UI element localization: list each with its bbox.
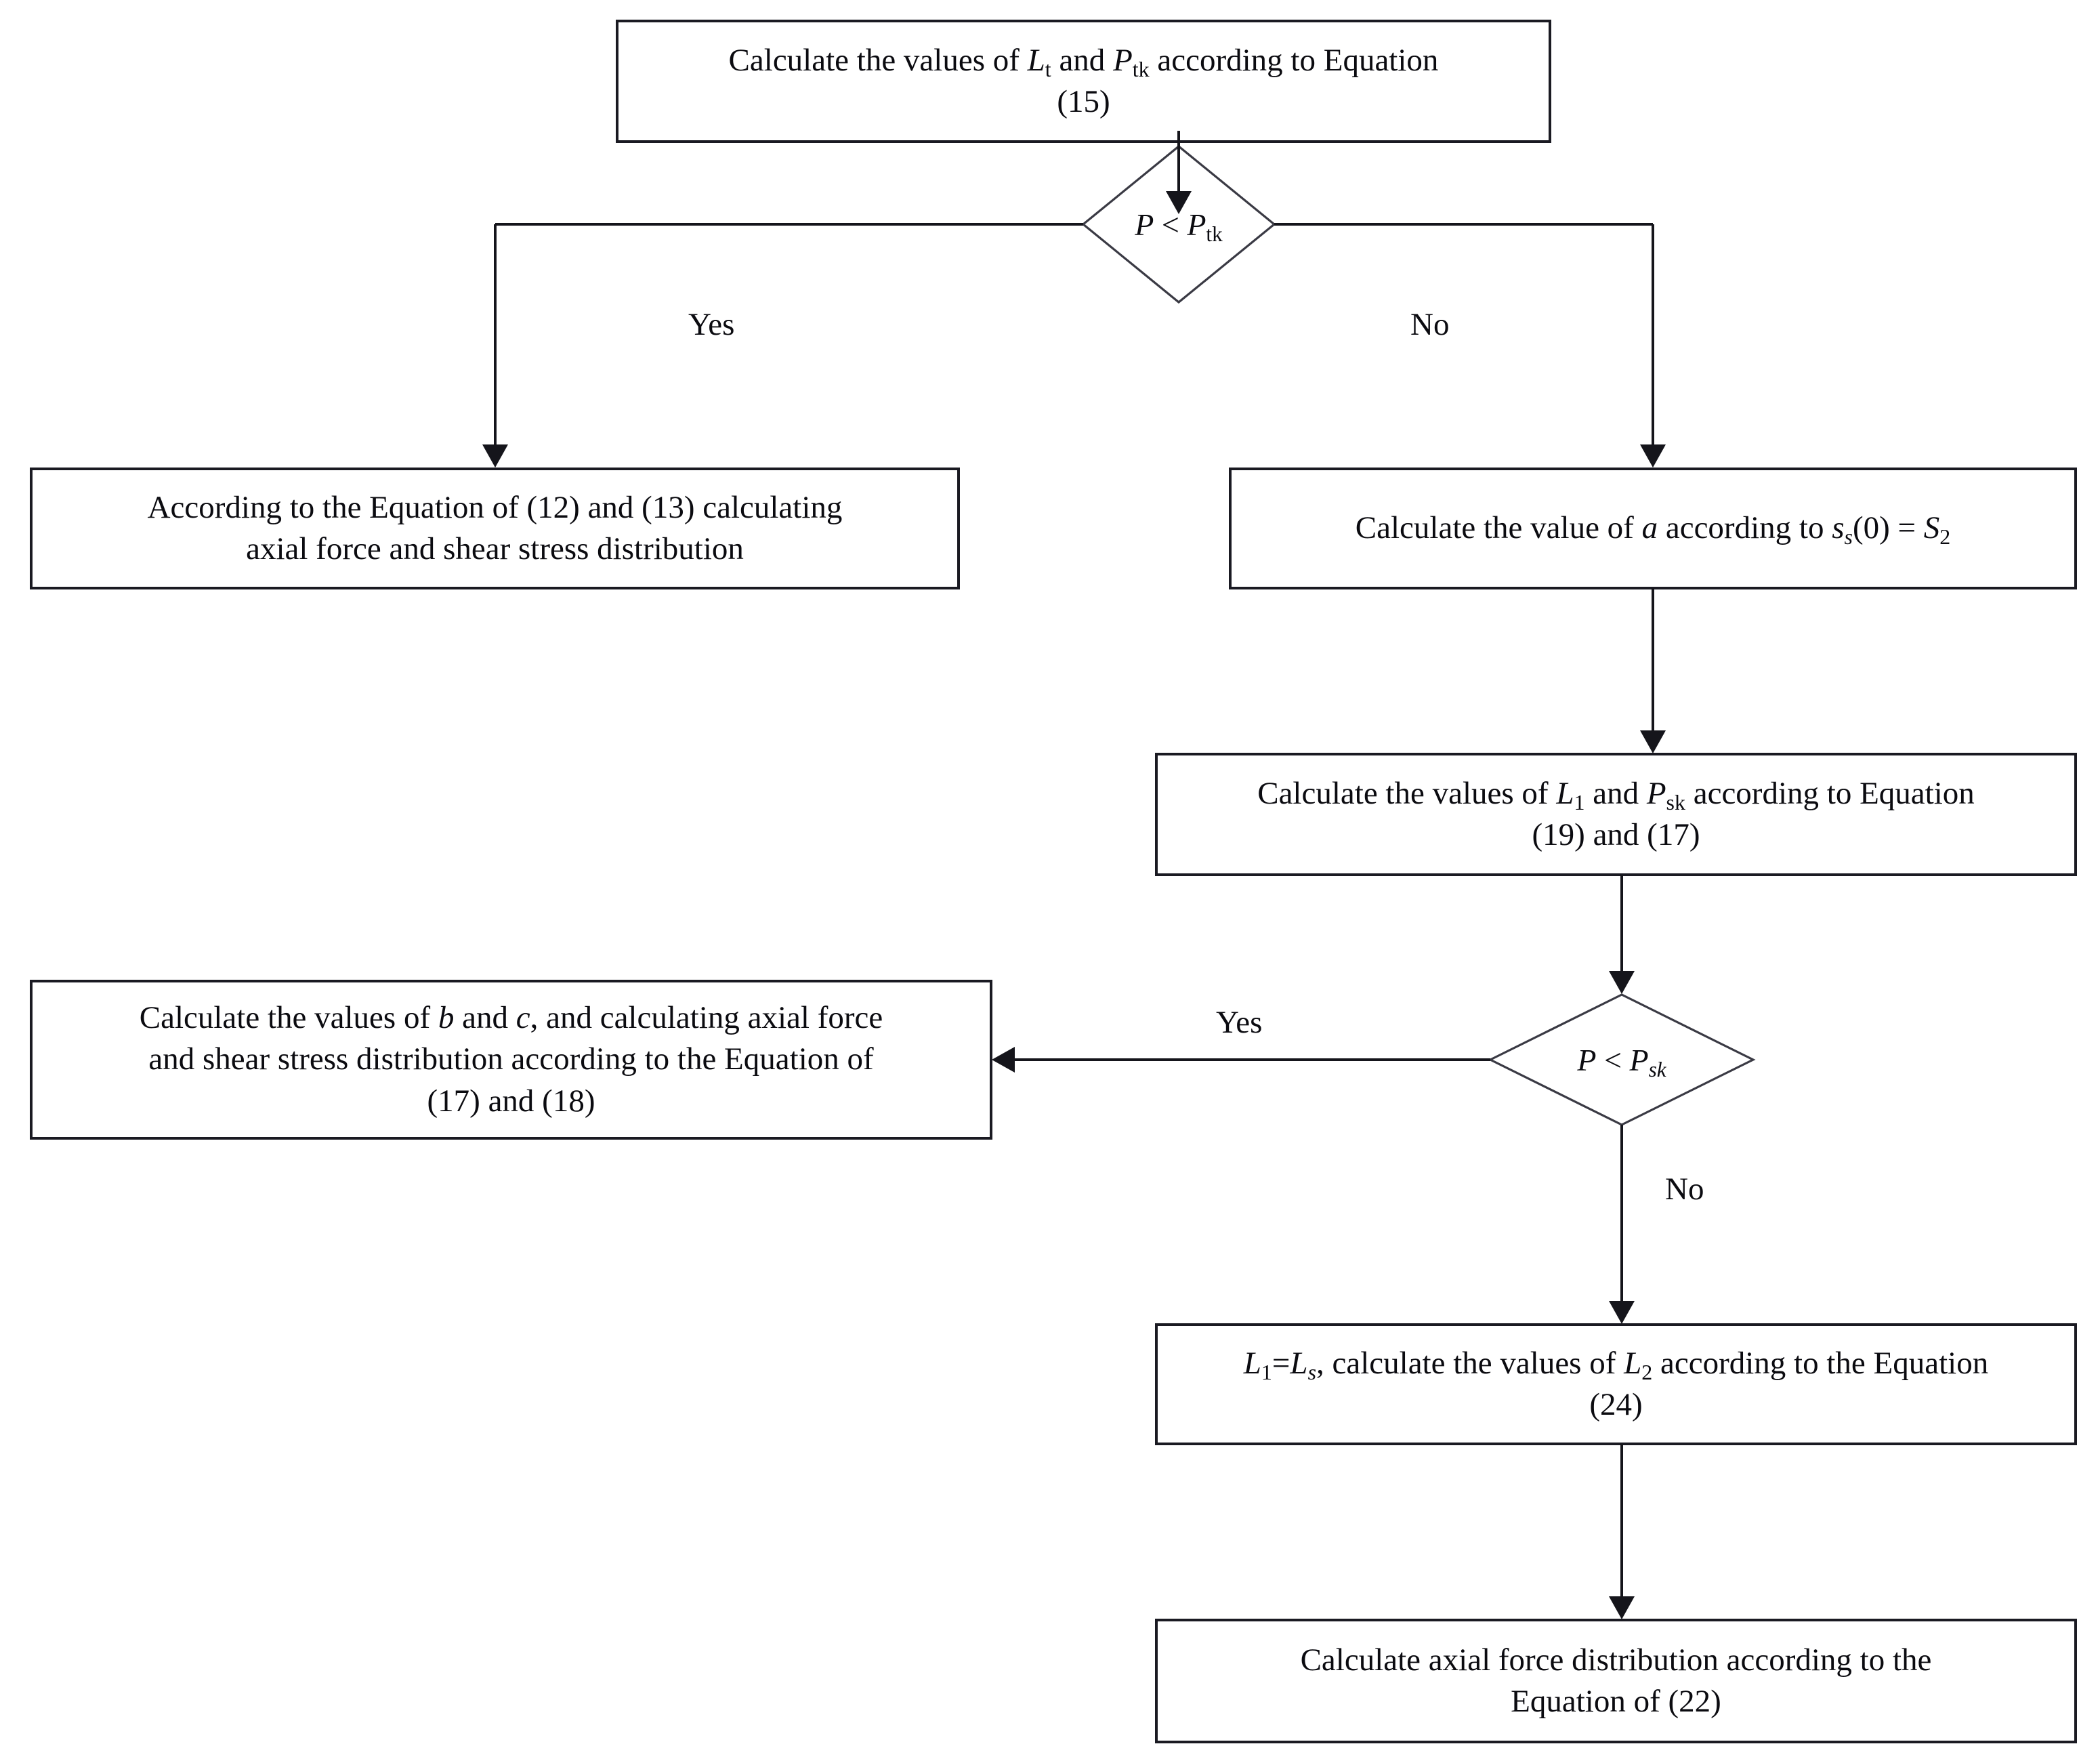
- node-label-eq22: Calculate axial force distribution accor…: [1156, 1620, 2076, 1742]
- decision-diamond-p-lt-psk: [1488, 993, 1756, 1126]
- node-label-calc-lt-ptk: Calculate the values of Lt and Ptk accor…: [617, 21, 1550, 142]
- node-text-line3: (17) and (18): [427, 1083, 595, 1119]
- cond-var-p: P: [1577, 1042, 1597, 1077]
- edge-label-d2-yes: Yes: [1216, 1005, 1263, 1040]
- node-text-line1: Calculate axial force distribution accor…: [1300, 1642, 1932, 1678]
- node-text-mid: and: [454, 1000, 516, 1036]
- node-text-pre: Calculate the values of: [1257, 775, 1557, 811]
- var-l2: L: [1624, 1345, 1642, 1381]
- eq-sign: =: [1272, 1345, 1290, 1381]
- node-text-line2: (24): [1589, 1387, 1643, 1422]
- node-text-mid: and: [1584, 775, 1647, 811]
- connector-d2-yes-to-n5: [992, 1047, 1490, 1073]
- var-s2: S: [1923, 510, 1940, 546]
- node-label-calc-l1-psk: Calculate the values of L1 and Psk accor…: [1156, 754, 2076, 875]
- node-box-calc-lt-ptk: [616, 20, 1551, 143]
- node-text-mid: , calculate the values of: [1316, 1345, 1624, 1381]
- connector-n3-to-n4: [1640, 588, 1666, 753]
- node-text-line2: (15): [1057, 84, 1110, 119]
- edge-label-d2-no: No: [1665, 1171, 1704, 1207]
- var-psk-sub: sk: [1666, 790, 1685, 814]
- node-text-line2: and shear stress distribution according …: [148, 1041, 874, 1077]
- var-ls-sub: s: [1307, 1360, 1316, 1384]
- node-label-calc-a: Calculate the value of a according to ss…: [1230, 469, 2076, 588]
- cond-operator: <: [1604, 1042, 1622, 1077]
- node-box-calc-a: [1229, 468, 2077, 589]
- var-s2-sub: 2: [1939, 525, 1951, 549]
- var-b: b: [438, 1000, 455, 1036]
- node-text-line: Calculate the values of: [728, 42, 1028, 78]
- node-text-pre: Calculate the value of: [1355, 510, 1642, 546]
- node-text-post: according to Equation: [1149, 42, 1439, 78]
- connector-d1-no-to-n3: [1274, 223, 1666, 468]
- var-c: c: [516, 1000, 530, 1036]
- node-box-l1-ls-l2: [1155, 1323, 2077, 1445]
- node-box-eq12-eq13: [30, 468, 960, 589]
- var-l1-sub: 1: [1574, 790, 1585, 814]
- node-text-pre: Calculate the values of: [139, 1000, 438, 1036]
- node-text-line2: Equation of (22): [1511, 1684, 1721, 1719]
- connector-n4-to-d2: [1609, 875, 1635, 994]
- node-text-line2: axial force and shear stress distributio…: [246, 531, 744, 566]
- node-box-eq22: [1155, 1619, 2077, 1743]
- cond-var-psk-sub: sk: [1648, 1057, 1666, 1081]
- connector-n1-to-d1: [1166, 131, 1192, 214]
- var-l1: L: [1556, 775, 1574, 811]
- var-l1-sub: 1: [1261, 1360, 1272, 1384]
- cond-operator: <: [1161, 207, 1179, 242]
- var-l1: L: [1243, 1345, 1261, 1381]
- decision-label-p-lt-ptk: P < Ptk: [1083, 194, 1274, 255]
- node-text-line1: According to the Equation of (12) and (1…: [147, 489, 843, 525]
- cond-var-psk: P: [1629, 1042, 1649, 1077]
- var-ptk: P: [1113, 42, 1133, 78]
- func-s: s: [1832, 510, 1845, 546]
- node-box-calc-l1-psk: [1155, 753, 2077, 876]
- node-text-line2: (19) and (17): [1532, 817, 1700, 852]
- node-text-post: according to Equation: [1685, 775, 1975, 811]
- node-text-mid: and: [1051, 42, 1114, 78]
- node-label-eq12-eq13: According to the Equation of (12) and (1…: [31, 469, 959, 588]
- node-label-l1-ls-l2: L1=Ls, calculate the values of L2 accord…: [1156, 1325, 2076, 1444]
- node-label-calc-b-c: Calculate the values of b and c, and cal…: [31, 981, 991, 1138]
- node-box-calc-b-c: [30, 980, 992, 1140]
- edge-label-d1-no: No: [1410, 307, 1450, 342]
- var-psk: P: [1646, 775, 1666, 811]
- cond-var-ptk: P: [1187, 207, 1206, 242]
- func-arg: (0) =: [1852, 510, 1924, 546]
- var-lt-sub: t: [1045, 57, 1051, 81]
- edge-label-d1-yes: Yes: [688, 307, 735, 342]
- connector-d2-no-to-n6: [1609, 1125, 1635, 1324]
- cond-var-ptk-sub: tk: [1206, 222, 1223, 246]
- connector-n6-to-n7: [1609, 1444, 1635, 1619]
- decision-label-p-lt-psk: P < Psk: [1490, 1029, 1753, 1090]
- var-a: a: [1641, 510, 1658, 546]
- var-ls: L: [1290, 1345, 1308, 1381]
- var-lt: L: [1027, 42, 1045, 78]
- var-l2-sub: 2: [1641, 1360, 1653, 1384]
- node-text-post: according to the Equation: [1652, 1345, 1989, 1381]
- node-text-mid: according to: [1658, 510, 1832, 546]
- node-text-post: , and calculating axial force: [530, 1000, 883, 1036]
- var-ptk-sub: tk: [1132, 57, 1150, 81]
- cond-var-p: P: [1135, 207, 1154, 242]
- func-s-sub: s: [1844, 525, 1853, 549]
- connector-d1-yes-to-n2: [482, 223, 1083, 468]
